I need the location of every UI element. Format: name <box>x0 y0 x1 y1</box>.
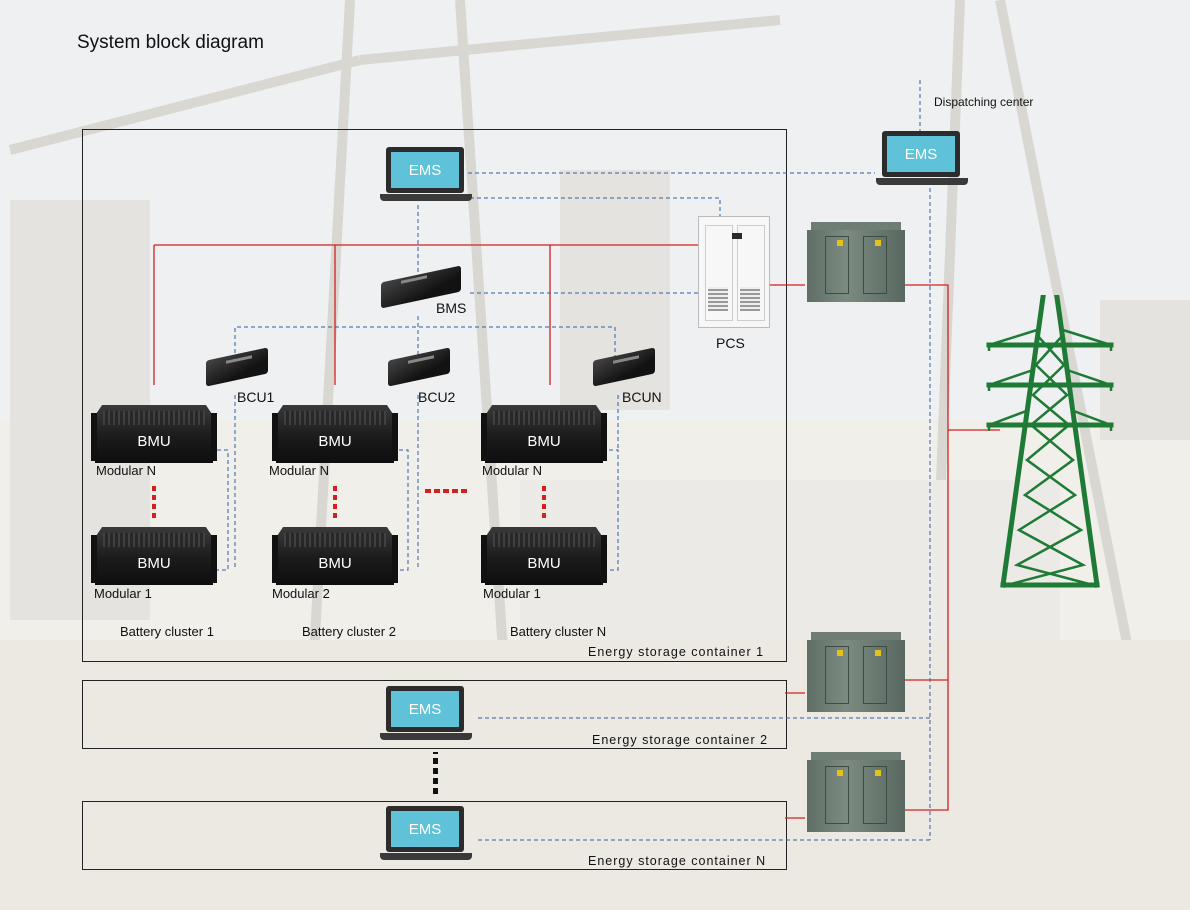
ems-laptop-dispatching: EMS <box>876 131 968 193</box>
bcu-n-unit <box>593 347 655 387</box>
bmu-module: BMU <box>481 517 607 587</box>
module-label: Modular 1 <box>483 586 541 601</box>
pcs-cabinet <box>698 216 770 328</box>
bmu-module: BMU <box>272 395 398 465</box>
ems-laptop-container-n: EMS <box>380 806 472 868</box>
bms-unit <box>381 265 461 309</box>
ems-label: EMS <box>887 136 955 172</box>
module-label: Modular 1 <box>94 586 152 601</box>
bms-label: BMS <box>436 300 467 316</box>
bmu-label: BMU <box>318 433 352 450</box>
transmission-tower-icon <box>986 295 1114 588</box>
container-1-label: Energy storage container 1 <box>588 645 765 659</box>
container-1-frame <box>82 129 787 662</box>
bcu-n-label: BCUN <box>622 389 662 405</box>
ems-label: EMS <box>391 691 459 727</box>
module-label: Modular N <box>96 463 156 478</box>
bmu-label: BMU <box>137 555 171 572</box>
cluster-label: Battery cluster 1 <box>120 624 214 639</box>
ems-label: EMS <box>391 811 459 847</box>
cluster-ellipsis <box>425 489 467 493</box>
module-label: Modular N <box>482 463 542 478</box>
cluster-label: Battery cluster N <box>510 624 607 639</box>
container-ellipsis <box>433 752 438 794</box>
module-label: Modular 2 <box>272 586 330 601</box>
diagram-title: System block diagram <box>77 32 264 53</box>
ems-label: EMS <box>391 152 459 188</box>
bmu-module: BMU <box>481 395 607 465</box>
bmu-label: BMU <box>318 555 352 572</box>
module-ellipsis <box>152 482 156 518</box>
bmu-label: BMU <box>137 433 171 450</box>
cluster-label: Battery cluster 2 <box>302 624 396 639</box>
module-ellipsis <box>542 482 546 518</box>
dispatching-center-label: Dispatching center <box>934 95 1034 109</box>
ems-laptop-container-1: EMS <box>380 147 472 209</box>
container-2-frame <box>82 680 787 749</box>
transformer <box>807 632 905 712</box>
pcs-label: PCS <box>716 335 745 351</box>
bmu-module: BMU <box>91 517 217 587</box>
module-label: Modular N <box>269 463 329 478</box>
bmu-label: BMU <box>527 433 561 450</box>
ems-laptop-container-2: EMS <box>380 686 472 748</box>
bcu-1-label: BCU1 <box>237 389 275 405</box>
bcu-1-unit <box>206 347 268 387</box>
container-n-label: Energy storage container N <box>588 854 767 868</box>
transformer <box>807 222 905 302</box>
container-2-label: Energy storage container 2 <box>592 733 769 747</box>
container-n-frame <box>82 801 787 870</box>
transformer <box>807 752 905 832</box>
bmu-label: BMU <box>527 555 561 572</box>
bcu-2-unit <box>388 347 450 387</box>
bmu-module: BMU <box>91 395 217 465</box>
bcu-2-label: BCU2 <box>418 389 456 405</box>
bmu-module: BMU <box>272 517 398 587</box>
module-ellipsis <box>333 482 337 518</box>
